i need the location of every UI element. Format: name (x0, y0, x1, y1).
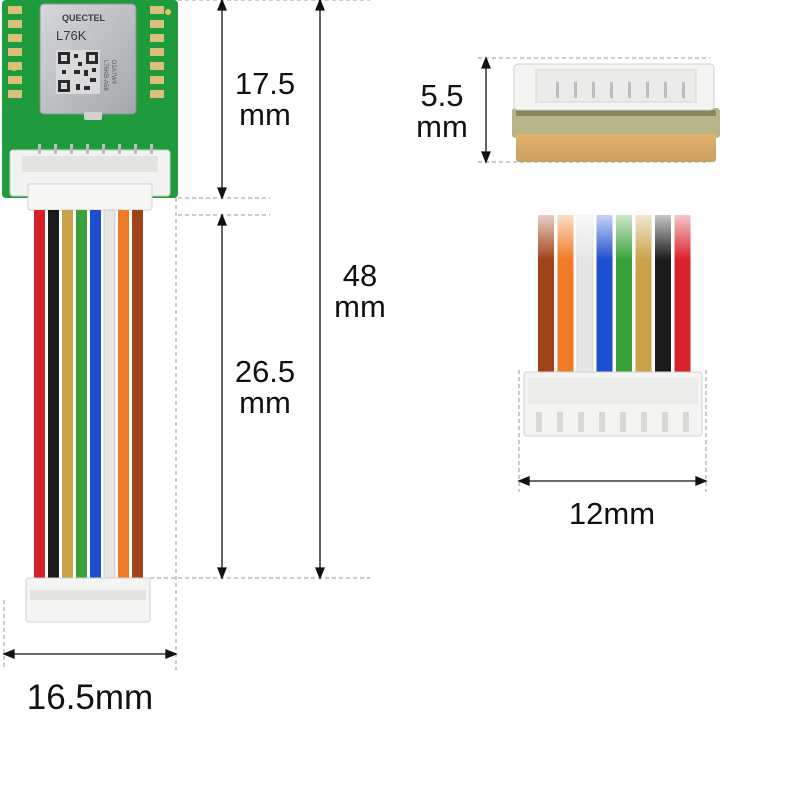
guide-lines (3, 0, 370, 670)
cable-end-connector (25, 577, 151, 623)
module-body-tan (516, 134, 716, 162)
wire-7 (118, 210, 129, 580)
connector-side-view (512, 63, 720, 162)
qr-code-icon (56, 50, 100, 94)
wire-3 (62, 210, 73, 580)
cable-plug-top (27, 183, 153, 211)
gps-module: QUECTEL L76K L76KB-A58 D1A7W4 (2, 0, 178, 211)
module-code-1: L76KB-A58 (102, 60, 108, 91)
dimension-lines (2, 0, 325, 659)
wire-5 (90, 210, 101, 580)
cable-length-value: 26.5 (234, 354, 296, 389)
total-height-label: 48 mm (322, 260, 398, 322)
board-height-unit: mm (239, 97, 291, 132)
cable-length-unit: mm (239, 385, 291, 420)
module-brand: QUECTEL (62, 13, 106, 23)
total-height-value: 48 (342, 258, 378, 293)
connector-pins (38, 144, 153, 154)
wire-4 (76, 210, 87, 580)
total-width-label: 16.5mm (26, 678, 154, 717)
ribbon-cable (34, 209, 143, 581)
right-cable-connector (523, 371, 703, 437)
connector-height-unit: mm (416, 109, 468, 144)
connector-width-label: 12mm (568, 496, 656, 531)
dimension-lines-right (481, 56, 708, 486)
board-height-value: 17.5 (234, 66, 296, 101)
total-height-unit: mm (334, 289, 386, 324)
board-height-label: 17.5 mm (222, 68, 308, 130)
module-code-2: D1A7W4 (110, 60, 116, 85)
connector-height-label: 5.5 mm (404, 80, 480, 142)
wire-6 (103, 209, 116, 581)
module-model: L76K (56, 28, 87, 43)
connector-height-value: 5.5 (420, 78, 464, 113)
cable-length-label: 26.5 mm (222, 356, 308, 418)
wire-2 (48, 210, 59, 580)
guide-lines-right (478, 57, 710, 492)
side-connector-pins (556, 82, 685, 98)
wire-8 (132, 210, 143, 580)
wire-1 (34, 210, 45, 580)
